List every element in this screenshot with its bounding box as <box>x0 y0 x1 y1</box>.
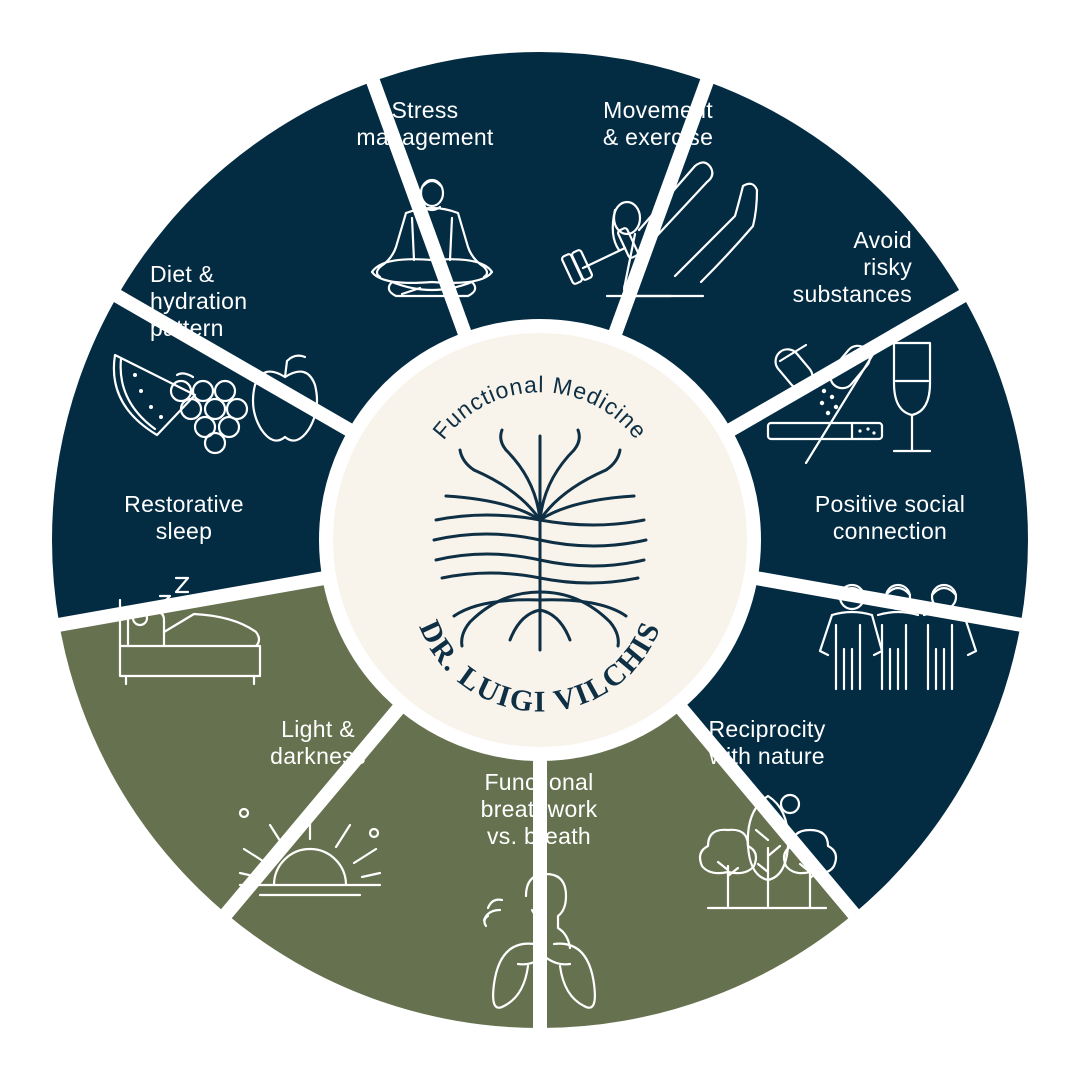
icons-layer <box>112 161 978 1009</box>
sunrise-icon <box>238 807 382 897</box>
exercise-icon <box>561 161 759 298</box>
segment-stress <box>373 51 707 540</box>
segment-label-line: vs. breath <box>487 823 591 849</box>
segment-label-line: pattern <box>150 315 224 341</box>
segment-label-line: & exercise <box>603 124 713 150</box>
segment-label-line: breathwork <box>481 796 598 822</box>
segment-label-movement: Movement& exercise <box>603 97 713 150</box>
no-substances-icon <box>766 341 932 465</box>
segment-label-line: Movement <box>603 97 713 123</box>
people-icon <box>818 583 978 691</box>
fruits-icon <box>112 353 319 455</box>
meditation-icon <box>370 178 494 298</box>
segment-label-light: Light &darkness <box>270 716 366 769</box>
segment-label-line: Avoid <box>853 227 912 253</box>
bed-icon <box>118 576 262 686</box>
tree-roots-logo-icon <box>432 428 648 652</box>
segment-label-line: with nature <box>708 743 825 769</box>
segment-label-line: Restorative <box>124 491 244 517</box>
lungs-icon <box>482 872 596 1009</box>
segment-label-line: Functional <box>484 769 593 795</box>
segment-label-line: sleep <box>156 518 212 544</box>
segment-label-line: Diet & <box>150 261 214 287</box>
segment-label-line: risky <box>863 254 912 280</box>
center-badge: Functional Medicine DR. LUIGI VILCHIS <box>319 319 761 761</box>
segment-label-line: substances <box>793 281 912 307</box>
segment-label-line: Positive social <box>815 491 965 517</box>
segment-label-line: hydration <box>150 288 247 314</box>
segment-label-line: connection <box>833 518 947 544</box>
segment-label-line: darkness <box>270 743 366 769</box>
trees-icon <box>698 793 838 910</box>
segment-label-line: Stress <box>392 97 459 123</box>
segment-label-line: Reciprocity <box>708 716 825 742</box>
segment-label-line: Light & <box>281 716 355 742</box>
segment-label-line: management <box>356 124 494 150</box>
